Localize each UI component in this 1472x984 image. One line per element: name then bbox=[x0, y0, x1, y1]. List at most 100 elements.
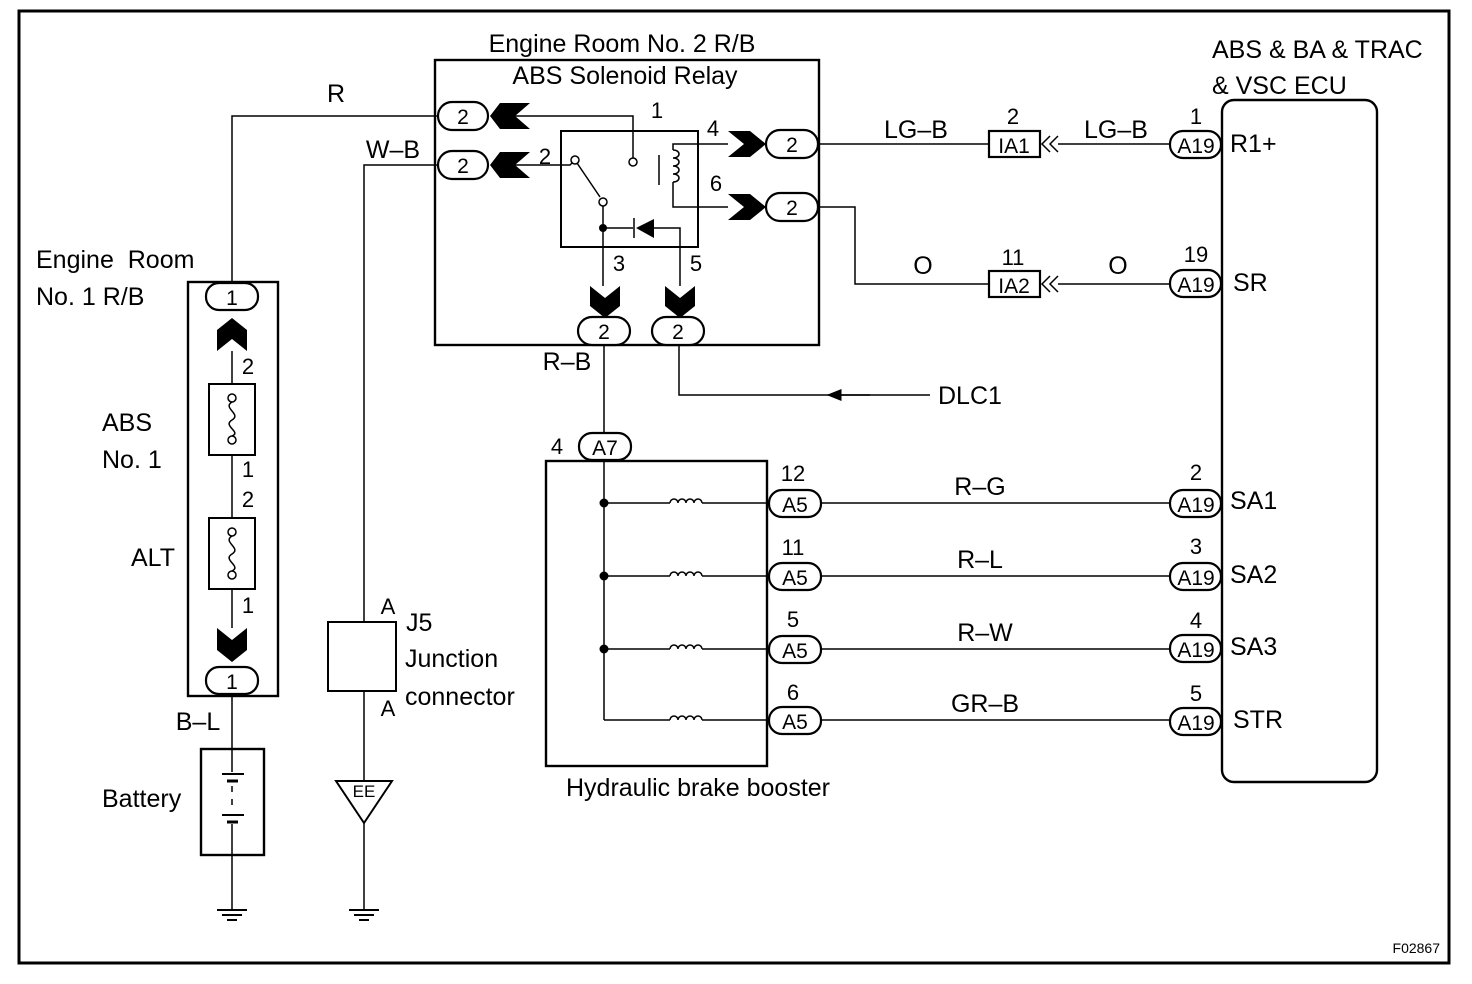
wire-label-o-1: O bbox=[913, 252, 932, 280]
battery bbox=[199, 747, 266, 857]
svg-text:2: 2 bbox=[786, 197, 798, 220]
svg-text:5: 5 bbox=[787, 607, 799, 632]
relay-box-connector-rb: 2 bbox=[576, 286, 632, 347]
ground-ee: EE bbox=[334, 780, 394, 921]
booster-connector-pin-12: A5 12 bbox=[767, 461, 823, 519]
svg-text:3: 3 bbox=[1190, 534, 1202, 559]
wire-label-rl: R–L bbox=[957, 546, 1003, 574]
svg-text:2: 2 bbox=[457, 155, 469, 178]
relay-internal-wiring bbox=[515, 115, 728, 286]
wire-label-grb: GR–B bbox=[951, 690, 1019, 718]
alt-fuse bbox=[208, 517, 256, 590]
inline-connector-ia2: IA2 11 bbox=[987, 245, 1059, 299]
relay-box-subtitle: ABS Solenoid Relay bbox=[512, 62, 738, 90]
ecu-terminal-sa2: A19 3 SA2 bbox=[1168, 534, 1277, 592]
abs-no1-label-line2: No. 1 bbox=[102, 446, 162, 474]
j5-label-line1: Junction bbox=[405, 645, 498, 673]
ecu-terminal-sa3: A19 4 SA3 bbox=[1168, 608, 1277, 664]
svg-text:5: 5 bbox=[1190, 681, 1202, 706]
svg-text:A19: A19 bbox=[1177, 274, 1214, 297]
diagram-frame bbox=[17, 9, 1451, 965]
svg-text:2: 2 bbox=[786, 134, 798, 157]
svg-text:2: 2 bbox=[598, 321, 610, 344]
alt-label: ALT bbox=[131, 544, 175, 572]
abs-solenoid-relay bbox=[560, 130, 699, 248]
relay-pin-4: 4 bbox=[707, 116, 719, 141]
svg-text:A5: A5 bbox=[782, 711, 808, 734]
relay-box-connector-r: 2 bbox=[436, 100, 530, 132]
ecu-title-line1: ABS & BA & TRAC bbox=[1212, 36, 1423, 64]
svg-text:4: 4 bbox=[551, 434, 563, 459]
svg-text:2: 2 bbox=[457, 106, 469, 129]
wire-label-bl: B–L bbox=[176, 708, 221, 736]
relay-pin-5: 5 bbox=[690, 251, 702, 276]
booster-solenoid-3 bbox=[599, 644, 770, 654]
svg-text:4: 4 bbox=[1190, 608, 1202, 633]
svg-text:A19: A19 bbox=[1177, 567, 1214, 590]
svg-text:2: 2 bbox=[672, 321, 684, 344]
wiring bbox=[231, 115, 1170, 781]
booster-input-connector: A7 4 bbox=[551, 431, 633, 462]
svg-text:IA2: IA2 bbox=[998, 275, 1030, 298]
r1-box-connector-top: 1 bbox=[204, 281, 260, 312]
booster-solenoid-1 bbox=[599, 498, 770, 508]
svg-text:IA1: IA1 bbox=[998, 135, 1030, 158]
svg-text:R1+: R1+ bbox=[1230, 130, 1277, 158]
relay-pin-1: 1 bbox=[651, 98, 663, 123]
ecu-terminal-sr: A19 19 SR bbox=[1168, 242, 1268, 299]
r1-box-title-line1: Engine Room bbox=[36, 246, 194, 274]
abs-no1-fuse bbox=[208, 383, 256, 456]
wire-wb bbox=[363, 164, 438, 622]
svg-text:12: 12 bbox=[781, 461, 805, 486]
abs-no1-label-line1: ABS bbox=[102, 409, 152, 437]
dlc1-label: DLC1 bbox=[938, 382, 1002, 410]
svg-text:SR: SR bbox=[1233, 269, 1268, 297]
r1-arrow-up bbox=[217, 318, 247, 351]
abs-trac-vsc-ecu: ABS & BA & TRAC & VSC ECU A19 1 R1+ A19 … bbox=[1168, 36, 1423, 784]
svg-text:1: 1 bbox=[242, 593, 254, 618]
svg-text:A19: A19 bbox=[1177, 712, 1214, 735]
svg-text:A19: A19 bbox=[1177, 639, 1214, 662]
svg-text:2: 2 bbox=[1007, 104, 1019, 129]
engine-room-no2-rb: Engine Room No. 2 R/B ABS Solenoid Relay… bbox=[433, 30, 821, 347]
wire-label-o-2: O bbox=[1108, 252, 1127, 280]
hydraulic-brake-booster: Hydraulic brake booster A7 4 bbox=[544, 431, 830, 802]
relay-box-connector-o: 2 bbox=[728, 191, 820, 223]
r1-arrow-down bbox=[217, 628, 247, 662]
booster-connector-pin-5: A5 5 bbox=[767, 607, 823, 665]
booster-connector-pin-11: A5 11 bbox=[767, 535, 823, 592]
wire-r bbox=[231, 115, 438, 283]
svg-text:2: 2 bbox=[242, 487, 254, 512]
wire-dlc1 bbox=[678, 345, 930, 396]
relay-pin-2: 2 bbox=[539, 144, 551, 169]
ecu-terminal-r1: A19 1 R1+ bbox=[1168, 104, 1277, 160]
svg-text:1: 1 bbox=[242, 457, 254, 482]
booster-solenoid-2 bbox=[599, 571, 770, 581]
j5-pin-a-top: A bbox=[381, 594, 396, 619]
svg-text:STR: STR bbox=[1233, 706, 1283, 734]
svg-text:A19: A19 bbox=[1177, 135, 1214, 158]
battery-ground-symbol bbox=[217, 855, 247, 921]
svg-text:6: 6 bbox=[787, 680, 799, 705]
figure-code: F02867 bbox=[1393, 940, 1441, 956]
relay-box-connector-lgb: 2 bbox=[728, 128, 820, 160]
svg-text:1: 1 bbox=[1190, 104, 1202, 129]
svg-text:SA2: SA2 bbox=[1230, 561, 1277, 589]
ecu-title-line2: & VSC ECU bbox=[1212, 72, 1347, 100]
wire-o-1 bbox=[818, 206, 989, 285]
svg-text:2: 2 bbox=[1190, 460, 1202, 485]
svg-text:A7: A7 bbox=[592, 437, 618, 460]
relay-pin-3: 3 bbox=[613, 251, 625, 276]
svg-text:A5: A5 bbox=[782, 640, 808, 663]
svg-text:SA1: SA1 bbox=[1230, 487, 1277, 515]
wire-label-wb: W–B bbox=[366, 136, 420, 164]
wire-label-rw: R–W bbox=[957, 619, 1013, 647]
battery-label: Battery bbox=[102, 785, 182, 813]
svg-text:2: 2 bbox=[242, 354, 254, 379]
wire-label-lgb-2: LG–B bbox=[1084, 116, 1148, 144]
booster-label: Hydraulic brake booster bbox=[566, 774, 830, 802]
svg-text:SA3: SA3 bbox=[1230, 633, 1277, 661]
svg-text:EE: EE bbox=[353, 782, 376, 801]
svg-text:19: 19 bbox=[1184, 242, 1208, 267]
